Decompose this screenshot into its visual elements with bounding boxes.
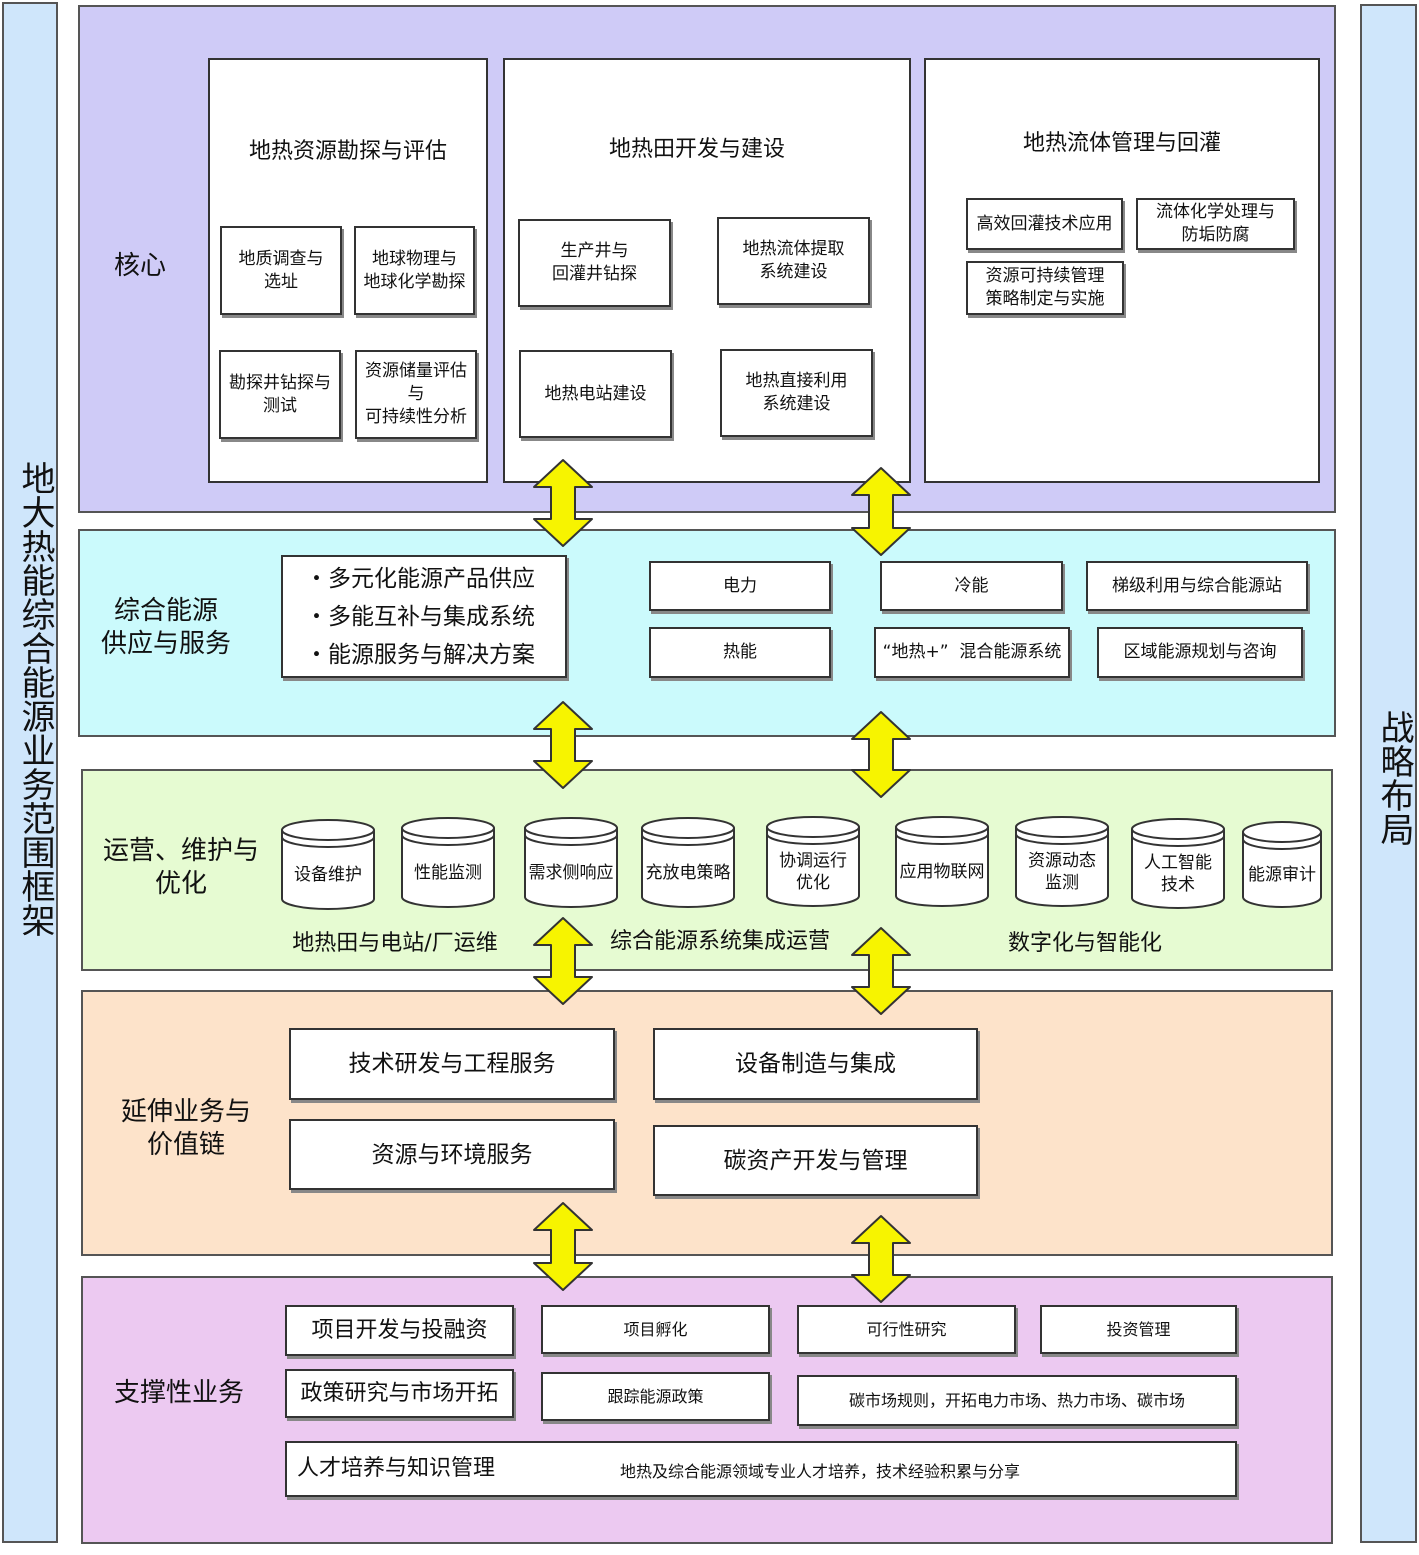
development-item: 地热流体提取 系统建设 — [717, 217, 870, 305]
ops-group-label: 数字化与智能化 — [1007, 931, 1162, 956]
cylinder-label: 应用物联网 — [899, 861, 985, 882]
cylinder-5: 协调运行 优化 — [765, 815, 861, 908]
supply-item: 热能 — [649, 627, 831, 678]
exploration-item: 资源储量评估 与 可持续性分析 — [355, 350, 477, 439]
cylinder-2: 性能监测 — [400, 816, 496, 909]
framework-title: 地大热能综合能源业务范围框架 — [15, 461, 55, 937]
supply-item: 电力 — [649, 561, 831, 611]
support-category: 人才培养与知识管理 — [297, 1456, 496, 1481]
cylinder-label: 需求侧响应 — [528, 862, 614, 883]
fluid-item: 资源可持续管理 策略制定与实施 — [966, 261, 1124, 315]
support-label: 支撑性业务 — [113, 1378, 244, 1408]
ops-group-label: 综合能源系统集成运营 — [609, 929, 830, 954]
extension-item: 技术研发与工程服务 — [289, 1028, 615, 1100]
core-label: 核心 — [113, 251, 166, 281]
development-item: 地热直接利用 系统建设 — [720, 349, 873, 437]
exploration-item: 地质调查与 选址 — [220, 226, 342, 315]
support-item: 地热及综合能源领域专业人才培养，技术经验积累与分享 — [619, 1462, 1020, 1481]
cylinder-shape — [641, 817, 735, 908]
supply-item: 冷能 — [880, 561, 1063, 611]
supply-label: 综合能源 供应与服务 — [100, 596, 231, 659]
cylinder-shape — [281, 819, 375, 910]
cylinder-6: 应用物联网 — [894, 815, 990, 908]
extension-item: 资源与环境服务 — [289, 1119, 615, 1190]
extension-item: 碳资产开发与管理 — [653, 1125, 978, 1196]
cylinder-shape — [766, 816, 860, 907]
cylinder-label: 资源动态 监测 — [1028, 850, 1096, 893]
fluid-item: 高效回灌技术应用 — [966, 198, 1123, 250]
cylinder-label: 人工智能 技术 — [1144, 852, 1212, 895]
support-category: 政策研究与市场开拓 — [285, 1369, 514, 1418]
cylinder-label: 能源审计 — [1248, 864, 1316, 885]
ops-group-label: 地热田与电站/厂运维 — [292, 931, 498, 956]
supply-bullet: ・能源服务与解决方案 — [305, 641, 535, 668]
fluid-item: 流体化学处理与 防垢防腐 — [1136, 198, 1295, 250]
development-title: 地热田开发与建设 — [608, 137, 785, 162]
development-item: 生产井与 回灌井钻探 — [518, 219, 671, 307]
support-item: 项目孵化 — [541, 1305, 770, 1354]
cylinder-7: 资源动态 监测 — [1014, 815, 1110, 908]
cylinder-9: 能源审计 — [1241, 820, 1323, 909]
support-item: 跟踪能源政策 — [541, 1372, 770, 1421]
extension-label: 延伸业务与 价值链 — [120, 1097, 251, 1160]
support-category: 项目开发与投融资 — [285, 1305, 514, 1356]
exploration-title: 地热资源勘探与评估 — [248, 139, 447, 164]
supply-item: “地热+” 混合能源系统 — [874, 627, 1070, 678]
cylinder-label: 性能监测 — [414, 862, 482, 883]
cylinder-shape — [1242, 821, 1322, 908]
support-item: 投资管理 — [1040, 1305, 1237, 1354]
support-item: 碳市场规则，开拓电力市场、热力市场、碳市场 — [797, 1375, 1237, 1426]
fluid-title: 地热流体管理与回灌 — [1022, 131, 1221, 156]
cylinder-1: 设备维护 — [280, 818, 376, 911]
cylinder-label: 设备维护 — [294, 864, 362, 885]
cylinder-label: 充放电策略 — [645, 862, 731, 883]
exploration-item: 地球物理与 地球化学勘探 — [354, 226, 475, 315]
cylinder-8: 人工智能 技术 — [1130, 817, 1226, 910]
supply-bullets: ・多元化能源产品供应 ・多能互补与集成系统 ・能源服务与解决方案 — [281, 555, 567, 678]
left-sidebar: 地大热能综合能源业务范围框架 — [2, 2, 58, 1543]
cylinder-label: 协调运行 优化 — [779, 850, 847, 893]
supply-item: 梯级利用与综合能源站 — [1086, 561, 1308, 611]
support-row-talent — [285, 1441, 1237, 1497]
strategy-title: 战略布局 — [1374, 710, 1414, 846]
support-item: 可行性研究 — [797, 1305, 1016, 1354]
cylinder-shape — [895, 816, 989, 907]
cylinder-3: 需求侧响应 — [523, 816, 619, 909]
cylinder-shape — [1131, 818, 1225, 909]
exploration-item: 勘探井钻探与 测试 — [219, 350, 341, 439]
supply-item: 区域能源规划与咨询 — [1097, 627, 1303, 678]
ops-label: 运营、维护与 优化 — [102, 836, 259, 899]
development-item: 地热电站建设 — [519, 350, 672, 438]
cylinder-shape — [401, 817, 495, 908]
cylinder-4: 充放电策略 — [640, 816, 736, 909]
right-sidebar: 战略布局 — [1360, 4, 1417, 1543]
cylinder-shape — [1015, 816, 1109, 907]
cylinder-shape — [524, 817, 618, 908]
supply-bullet: ・多元化能源产品供应 — [305, 565, 535, 592]
extension-item: 设备制造与集成 — [653, 1028, 978, 1100]
supply-bullet: ・多能互补与集成系统 — [305, 603, 535, 630]
